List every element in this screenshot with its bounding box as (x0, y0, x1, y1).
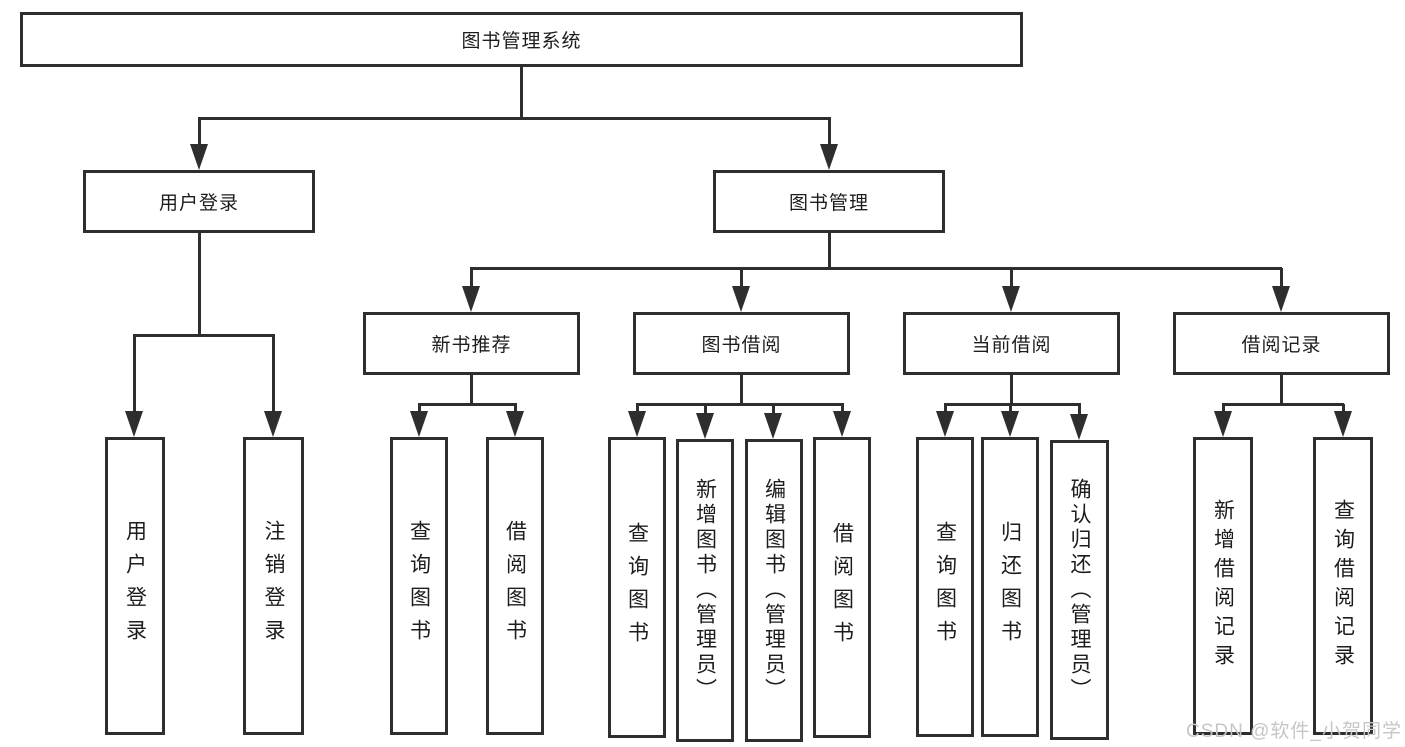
node-label: 用户登录 (158, 193, 239, 214)
connector-h (470, 267, 1282, 270)
node-label: 当前借阅 (971, 335, 1052, 356)
node-new-book-recommend: 新书推荐 (363, 312, 580, 375)
arrow-down-icon (506, 411, 524, 437)
connector-v (1280, 268, 1283, 288)
leaf-borrow-books-1: 借阅图书 (486, 437, 544, 735)
connector-v (514, 404, 517, 413)
leaf-add-book-admin: 新增图书（管理员） (676, 439, 734, 742)
connector-v (1280, 375, 1283, 406)
node-root-library-system: 图书管理系统 (20, 12, 1023, 67)
leaf-logout: 注销登录 (243, 437, 304, 735)
connector-v (1222, 404, 1225, 413)
arrow-down-icon (264, 411, 282, 437)
connector-v (772, 404, 775, 415)
arrow-down-icon (936, 411, 954, 437)
connector-h (636, 403, 844, 406)
node-book-management: 图书管理 (713, 170, 945, 233)
connector-v (1342, 404, 1345, 413)
connector-v (1010, 375, 1013, 406)
connector-v (198, 233, 201, 336)
node-label: 查询借阅记录 (1331, 499, 1355, 673)
arrow-down-icon (190, 144, 208, 170)
leaf-confirm-return-admin: 确认归还（管理员） (1050, 440, 1109, 740)
leaf-query-books-3: 查询图书 (916, 437, 974, 737)
connector-v (1009, 404, 1012, 413)
connector-v (841, 404, 844, 413)
node-label: 注销登录 (262, 520, 285, 652)
leaf-add-borrow-record: 新增借阅记录 (1193, 437, 1253, 735)
connector-v (944, 404, 947, 413)
node-label: 新增借阅记录 (1211, 499, 1235, 673)
arrow-down-icon (1002, 286, 1020, 312)
arrow-down-icon (1214, 411, 1232, 437)
leaf-query-books-2: 查询图书 (608, 437, 666, 738)
node-label: 图书管理 (788, 193, 869, 214)
leaf-query-borrow-record: 查询借阅记录 (1313, 437, 1373, 735)
connector-v (828, 233, 831, 270)
node-label: 借阅图书 (503, 520, 527, 652)
arrow-down-icon (1001, 411, 1019, 437)
connector-v (1010, 268, 1013, 288)
node-label: 确认归还（管理员） (1068, 477, 1091, 703)
connector-v (740, 268, 743, 288)
node-label: 用户登录 (123, 520, 147, 652)
node-label: 新增图书（管理员） (693, 478, 717, 703)
arrow-down-icon (696, 413, 714, 439)
node-borrow-records: 借阅记录 (1173, 312, 1390, 375)
connector-v (272, 334, 275, 413)
connector-h (133, 334, 275, 337)
node-label: 图书管理系统 (461, 31, 582, 52)
connector-h (198, 117, 831, 120)
leaf-borrow-books-2: 借阅图书 (813, 437, 871, 738)
node-label: 借阅记录 (1241, 335, 1322, 356)
leaf-user-login: 用户登录 (105, 437, 165, 735)
connector-v (636, 404, 639, 413)
arrow-down-icon (833, 411, 851, 437)
arrow-down-icon (462, 286, 480, 312)
arrow-down-icon (820, 144, 838, 170)
connector-v (470, 268, 473, 288)
arrow-down-icon (628, 411, 646, 437)
node-label: 新书推荐 (431, 335, 512, 356)
node-label: 编辑图书（管理员） (762, 478, 786, 703)
node-book-borrow: 图书借阅 (633, 312, 850, 375)
connector-h (944, 403, 1081, 406)
leaf-query-books-1: 查询图书 (390, 437, 448, 735)
arrow-down-icon (1070, 414, 1088, 440)
leaf-return-book: 归还图书 (981, 437, 1039, 737)
connector-v (133, 334, 136, 413)
connector-v (470, 375, 473, 406)
connector-h (1222, 403, 1344, 406)
connector-v (520, 67, 523, 118)
node-label: 图书借阅 (701, 335, 782, 356)
arrow-down-icon (732, 286, 750, 312)
node-label: 查询图书 (625, 521, 649, 654)
node-current-borrow: 当前借阅 (903, 312, 1120, 375)
node-label: 查询图书 (933, 521, 957, 653)
node-label: 借阅图书 (830, 521, 854, 654)
arrow-down-icon (1272, 286, 1290, 312)
node-label: 归还图书 (998, 521, 1022, 653)
arrow-down-icon (410, 411, 428, 437)
node-user-login: 用户登录 (83, 170, 315, 233)
arrow-down-icon (125, 411, 143, 437)
connector-v (828, 118, 831, 146)
arrow-down-icon (1334, 411, 1352, 437)
arrow-down-icon (764, 413, 782, 439)
connector-v (704, 404, 707, 415)
leaf-edit-book-admin: 编辑图书（管理员） (745, 439, 803, 742)
connector-v (198, 118, 201, 146)
connector-v (418, 404, 421, 413)
csdn-watermark: CSDN @软件_小贺同学 (1186, 721, 1402, 742)
connector-v (1078, 404, 1081, 416)
connector-h (418, 403, 517, 406)
node-label: 查询图书 (407, 520, 431, 652)
connector-v (740, 375, 743, 406)
